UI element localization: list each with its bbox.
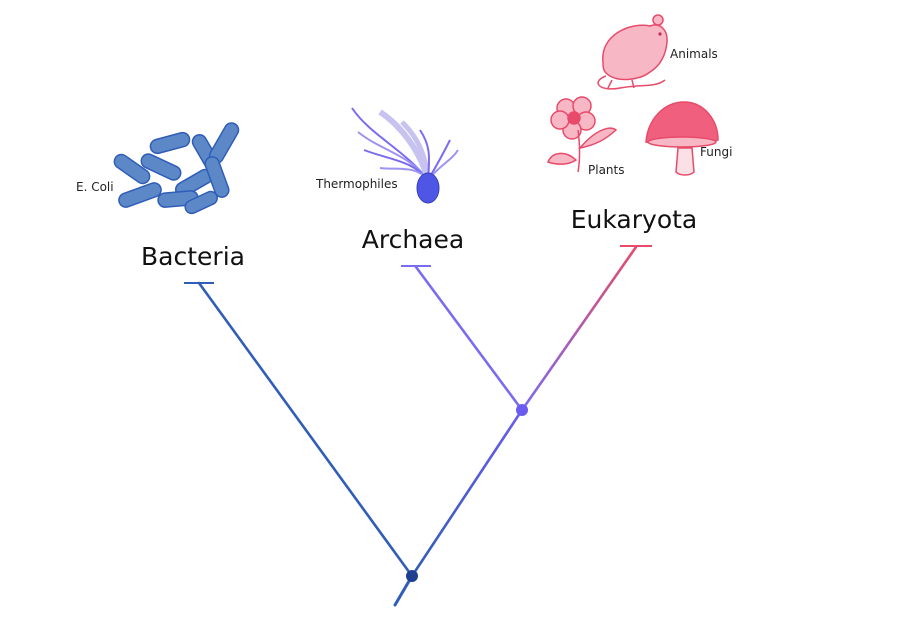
rat-icon — [597, 14, 668, 90]
rat-eye — [658, 32, 662, 36]
fungi-label: Fungi — [700, 145, 732, 159]
thermophile-icon — [351, 107, 459, 204]
archaea-eukaryota-node — [516, 404, 528, 416]
root-node — [406, 570, 418, 582]
plants-label: Plants — [588, 163, 625, 177]
flower-icon — [547, 96, 618, 173]
eukaryota-branch — [520, 245, 638, 412]
bacteria-rods-icon — [113, 122, 240, 215]
archaea-label: Archaea — [362, 225, 464, 254]
bacteria-branch — [197, 281, 414, 578]
tree-branches — [184, 245, 652, 607]
archaea-branch — [414, 265, 524, 412]
bacteria-label: Bacteria — [141, 242, 245, 271]
thermophiles-label: Thermophiles — [315, 177, 398, 191]
eukaryota-label: Eukaryota — [571, 205, 698, 234]
archaea-eukaryota-trunk — [410, 408, 524, 578]
animals-label: Animals — [670, 47, 718, 61]
mushroom-icon — [645, 101, 719, 176]
ecoli-label: E. Coli — [76, 180, 114, 194]
